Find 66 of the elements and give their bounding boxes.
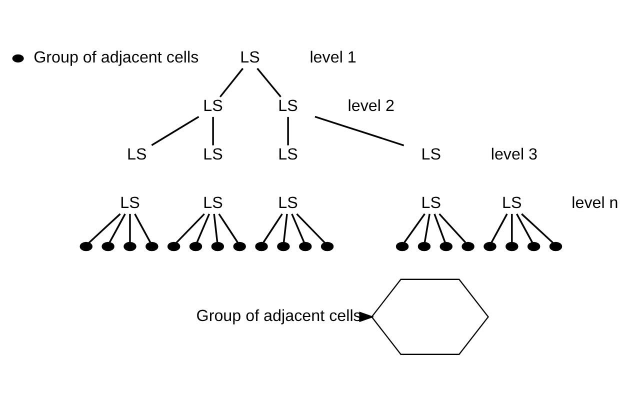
label: level 1	[310, 48, 356, 66]
connector	[176, 212, 205, 243]
connector	[218, 212, 238, 242]
node-circle	[396, 241, 409, 251]
node-circle	[506, 241, 518, 251]
connector	[256, 67, 282, 97]
connector	[129, 213, 131, 242]
node-circle	[320, 241, 334, 251]
node-circle	[549, 241, 562, 251]
node-text: LS	[278, 194, 298, 212]
node-text: LS	[502, 194, 522, 212]
connector	[287, 116, 289, 145]
node-text: LS	[278, 145, 298, 164]
node-circle	[255, 241, 268, 251]
node-circle	[299, 241, 312, 251]
node-text: LS	[421, 145, 442, 164]
connector	[404, 212, 426, 242]
node-circle	[146, 241, 158, 251]
node-circle	[527, 241, 540, 251]
node-circle	[167, 241, 180, 251]
node-circle	[484, 241, 496, 251]
connector	[438, 212, 466, 243]
connector	[219, 67, 244, 97]
node-circle	[418, 241, 431, 251]
node-text: LS	[240, 48, 260, 66]
connector	[134, 213, 152, 242]
label: level 2	[348, 96, 394, 115]
connector	[434, 213, 446, 242]
connector	[108, 213, 126, 242]
connector	[314, 115, 404, 146]
label: level n	[572, 194, 618, 212]
connector	[516, 213, 534, 242]
node-text: LS	[203, 145, 223, 164]
node-text: LS	[278, 96, 298, 115]
arrow	[359, 311, 374, 322]
node-text: LS	[203, 96, 223, 115]
connector	[424, 213, 430, 242]
connector	[291, 213, 305, 242]
node-circle	[462, 241, 474, 251]
connector	[521, 212, 554, 243]
connector	[282, 213, 288, 242]
node-text: LS	[421, 194, 442, 212]
node-circle	[189, 241, 202, 251]
connector	[151, 115, 200, 146]
connector	[490, 213, 508, 242]
connector	[196, 213, 210, 242]
legend-label: Group of adjacent cells	[34, 48, 199, 66]
node-text: LS	[127, 145, 147, 164]
node-hexagon	[370, 278, 489, 354]
node-text: LS	[120, 194, 140, 212]
node-circle	[124, 241, 136, 251]
connector	[262, 212, 283, 242]
node-text: Group of adjacent cells	[196, 306, 362, 325]
connector	[88, 212, 121, 243]
connector	[511, 213, 513, 242]
node-circle	[440, 241, 452, 251]
node-circle	[233, 241, 246, 251]
label: level 3	[490, 145, 538, 164]
node-circle	[80, 241, 92, 251]
node-circle	[211, 241, 224, 251]
node-circle	[277, 241, 290, 251]
connector	[296, 212, 326, 243]
connector	[213, 213, 218, 242]
connector	[212, 116, 214, 145]
node-text: LS	[203, 194, 223, 212]
node-circle	[102, 241, 114, 251]
